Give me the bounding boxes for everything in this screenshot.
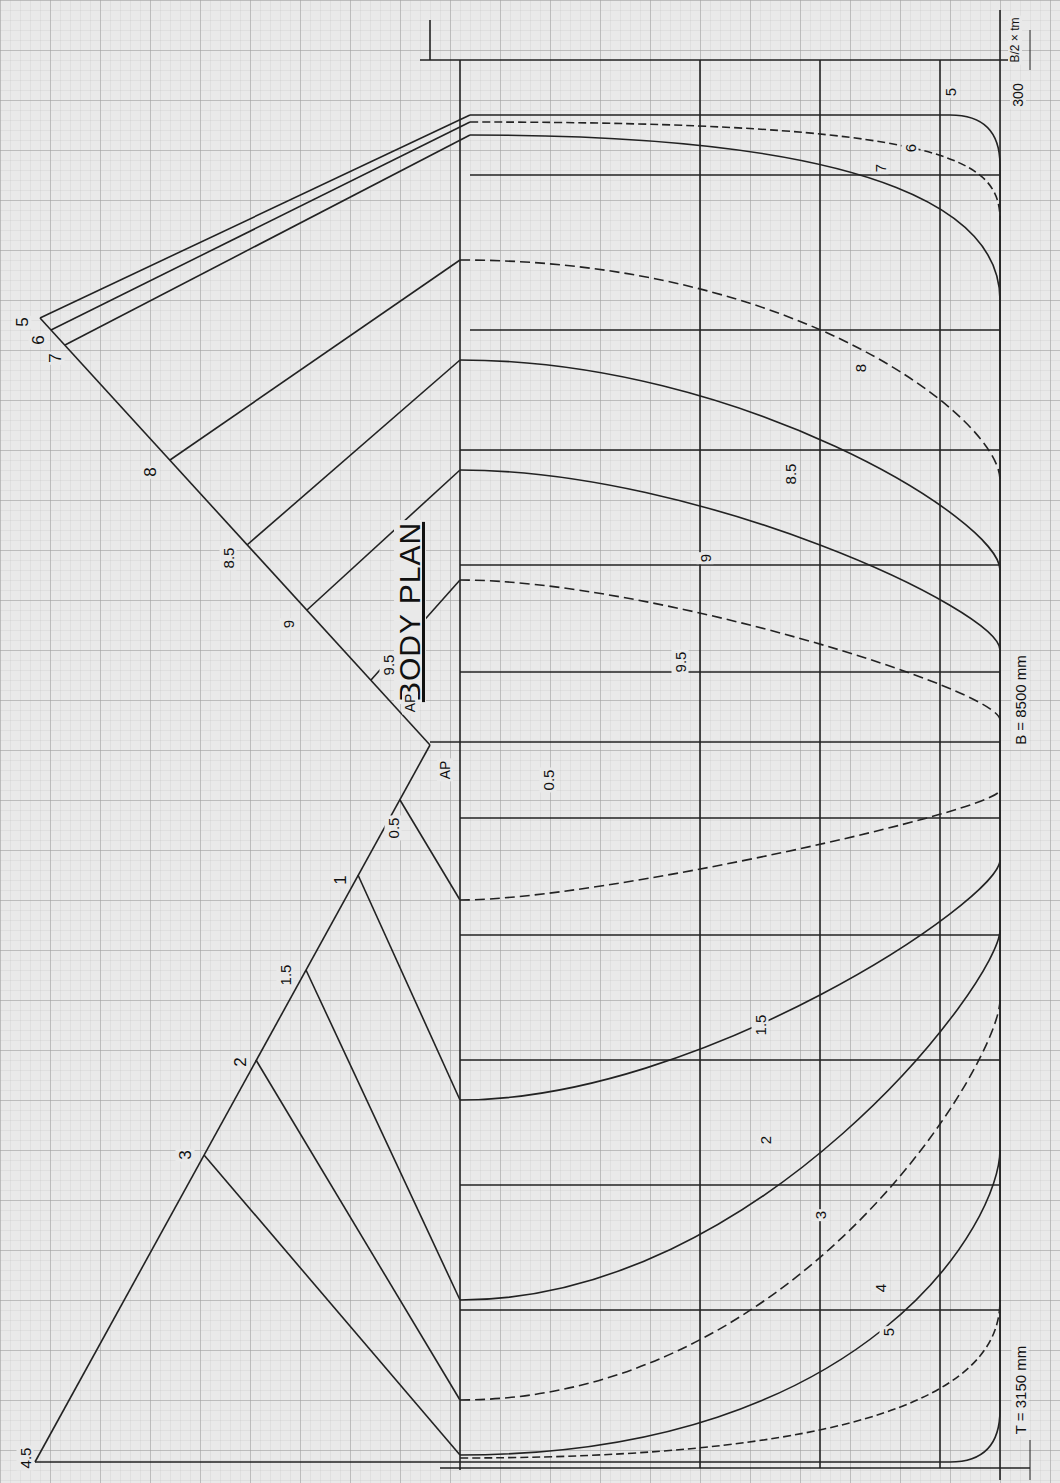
station-number: 9 [697,552,714,564]
station-number: 8.5 [220,546,237,571]
title-label: BODY PLAN [394,520,426,704]
station-number: 9.5 [672,650,689,675]
station-number: 5 [880,1326,897,1338]
station-number: 1 [331,873,350,886]
station-number: 7 [872,162,889,174]
station-number: AP [402,692,418,715]
station-number: 3 [176,1148,195,1161]
dimension-label: 300 [1010,81,1026,108]
station-number: 4.5 [17,1446,34,1471]
station-number: 9 [280,618,297,630]
station-number: 1.5 [277,963,294,988]
station-number: 8.5 [782,462,799,487]
station-number: 5 [942,86,959,98]
station-number: 0.5 [385,816,402,841]
station-number: 9.5 [380,653,397,678]
station-number: 2 [231,1055,250,1068]
station-number: 0.5 [540,768,557,793]
station-number: 6 [902,142,919,154]
station-number: 8 [852,362,869,374]
station-number: 3 [812,1209,829,1221]
dimension-label: T = 3150 mm [1012,1344,1029,1437]
station-number: 2 [757,1134,774,1146]
dimension-label: B = 8500 mm [1012,653,1029,747]
station-number: AP [437,759,453,782]
station-number: 8 [141,465,160,478]
station-number: 1.5 [752,1013,769,1038]
dimension-label: B/2 × tm [1008,15,1022,64]
station-number: 7 [46,351,65,364]
station-number: 5 [13,315,32,328]
station-number: 6 [29,333,48,346]
station-number: 4 [872,1282,889,1294]
